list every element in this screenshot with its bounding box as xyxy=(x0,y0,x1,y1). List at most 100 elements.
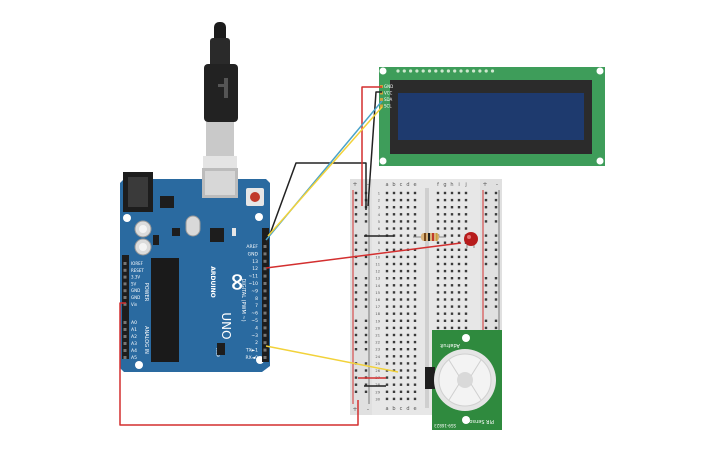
bb-hole[interactable] xyxy=(413,376,417,379)
bb-hole[interactable] xyxy=(457,248,461,251)
bb-hole[interactable] xyxy=(385,390,389,393)
bb-rail-hole[interactable] xyxy=(484,305,488,308)
bb-hole[interactable] xyxy=(385,262,389,266)
bb-rail-hole[interactable] xyxy=(364,213,368,216)
bb-rail-hole[interactable] xyxy=(354,220,358,223)
bb-rail-hole[interactable] xyxy=(364,333,368,337)
bb-hole[interactable] xyxy=(464,255,468,259)
bb-rail-hole[interactable] xyxy=(364,220,368,223)
bb-hole[interactable] xyxy=(399,383,403,386)
bb-hole[interactable] xyxy=(385,213,389,216)
bb-rail-hole[interactable] xyxy=(364,383,368,386)
bb-rail-hole[interactable] xyxy=(494,248,498,251)
bb-rail-hole[interactable] xyxy=(494,284,498,287)
bb-hole[interactable] xyxy=(436,227,440,230)
bb-rail-hole[interactable] xyxy=(364,284,368,287)
bb-hole[interactable] xyxy=(413,241,417,244)
bb-hole[interactable] xyxy=(399,312,403,315)
bb-hole[interactable] xyxy=(413,291,417,294)
bb-hole[interactable] xyxy=(413,355,417,358)
bb-hole[interactable] xyxy=(392,241,396,244)
bb-hole[interactable] xyxy=(436,262,440,266)
bb-rail-hole[interactable] xyxy=(484,277,488,280)
bb-hole[interactable] xyxy=(399,397,403,401)
bb-rail-hole[interactable] xyxy=(494,255,498,259)
bb-rail-hole[interactable] xyxy=(484,248,488,251)
header-pin[interactable] xyxy=(263,245,267,248)
bb-hole[interactable] xyxy=(406,326,410,330)
bb-hole[interactable] xyxy=(457,262,461,266)
bb-hole[interactable] xyxy=(385,227,389,230)
bb-hole[interactable] xyxy=(413,262,417,266)
bb-hole[interactable] xyxy=(399,319,403,322)
bb-hole[interactable] xyxy=(406,227,410,230)
bb-rail-hole[interactable] xyxy=(364,390,368,393)
bb-hole[interactable] xyxy=(385,198,389,202)
bb-hole[interactable] xyxy=(413,397,417,401)
bb-rail-hole[interactable] xyxy=(494,206,498,209)
bb-rail-hole[interactable] xyxy=(494,262,498,266)
bb-hole[interactable] xyxy=(464,269,468,273)
bb-hole[interactable] xyxy=(443,213,447,216)
pir-sensor[interactable]: Adafruit PIR Sensor SS9-16823 xyxy=(425,330,502,430)
bb-hole[interactable] xyxy=(457,234,461,237)
bb-hole[interactable] xyxy=(464,326,468,330)
bb-hole[interactable] xyxy=(406,298,410,301)
bb-hole[interactable] xyxy=(443,248,447,251)
bb-rail-hole[interactable] xyxy=(494,234,498,237)
bb-hole[interactable] xyxy=(413,234,417,237)
bb-hole[interactable] xyxy=(406,255,410,259)
bb-hole[interactable] xyxy=(385,362,389,365)
bb-hole[interactable] xyxy=(443,227,447,230)
bb-hole[interactable] xyxy=(399,362,403,365)
bb-rail-hole[interactable] xyxy=(354,206,358,209)
bb-hole[interactable] xyxy=(450,220,454,223)
bb-hole[interactable] xyxy=(464,298,468,301)
bb-hole[interactable] xyxy=(392,213,396,216)
bb-hole[interactable] xyxy=(436,326,440,330)
bb-hole[interactable] xyxy=(392,312,396,315)
bb-hole[interactable] xyxy=(392,298,396,301)
header-pin[interactable] xyxy=(123,289,127,293)
bb-rail-hole[interactable] xyxy=(494,326,498,330)
bb-rail-hole[interactable] xyxy=(364,277,368,280)
bb-hole[interactable] xyxy=(436,298,440,301)
bb-hole[interactable] xyxy=(392,305,396,308)
bb-rail-hole[interactable] xyxy=(364,248,368,251)
bb-hole[interactable] xyxy=(392,248,396,251)
header-pin[interactable] xyxy=(123,349,127,352)
bb-rail-hole[interactable] xyxy=(494,191,498,195)
bb-hole[interactable] xyxy=(450,206,454,209)
bb-hole[interactable] xyxy=(436,191,440,195)
bb-rail-hole[interactable] xyxy=(494,305,498,308)
bb-hole[interactable] xyxy=(413,255,417,259)
bb-hole[interactable] xyxy=(406,355,410,358)
bb-hole[interactable] xyxy=(457,298,461,301)
bb-hole[interactable] xyxy=(457,305,461,308)
header-pin[interactable] xyxy=(263,356,267,359)
bb-hole[interactable] xyxy=(406,348,410,351)
header-pin[interactable] xyxy=(123,282,127,286)
bb-hole[interactable] xyxy=(406,234,410,237)
bb-hole[interactable] xyxy=(399,227,403,230)
bb-hole[interactable] xyxy=(399,206,403,209)
bb-hole[interactable] xyxy=(464,198,468,202)
bb-hole[interactable] xyxy=(464,227,468,230)
bb-hole[interactable] xyxy=(392,191,396,195)
bb-hole[interactable] xyxy=(399,348,403,351)
header-pin[interactable] xyxy=(123,296,127,299)
bb-hole[interactable] xyxy=(436,213,440,216)
bb-hole[interactable] xyxy=(443,312,447,315)
bb-rail-hole[interactable] xyxy=(354,234,358,237)
bb-hole[interactable] xyxy=(392,198,396,202)
bb-hole[interactable] xyxy=(450,255,454,259)
bb-rail-hole[interactable] xyxy=(364,255,368,259)
bb-hole[interactable] xyxy=(399,305,403,308)
header-pin[interactable] xyxy=(263,319,267,322)
bb-hole[interactable] xyxy=(450,291,454,294)
bb-hole[interactable] xyxy=(385,326,389,330)
bb-hole[interactable] xyxy=(413,369,417,372)
bb-rail-hole[interactable] xyxy=(364,362,368,365)
bb-hole[interactable] xyxy=(385,220,389,223)
bb-hole[interactable] xyxy=(406,369,410,372)
